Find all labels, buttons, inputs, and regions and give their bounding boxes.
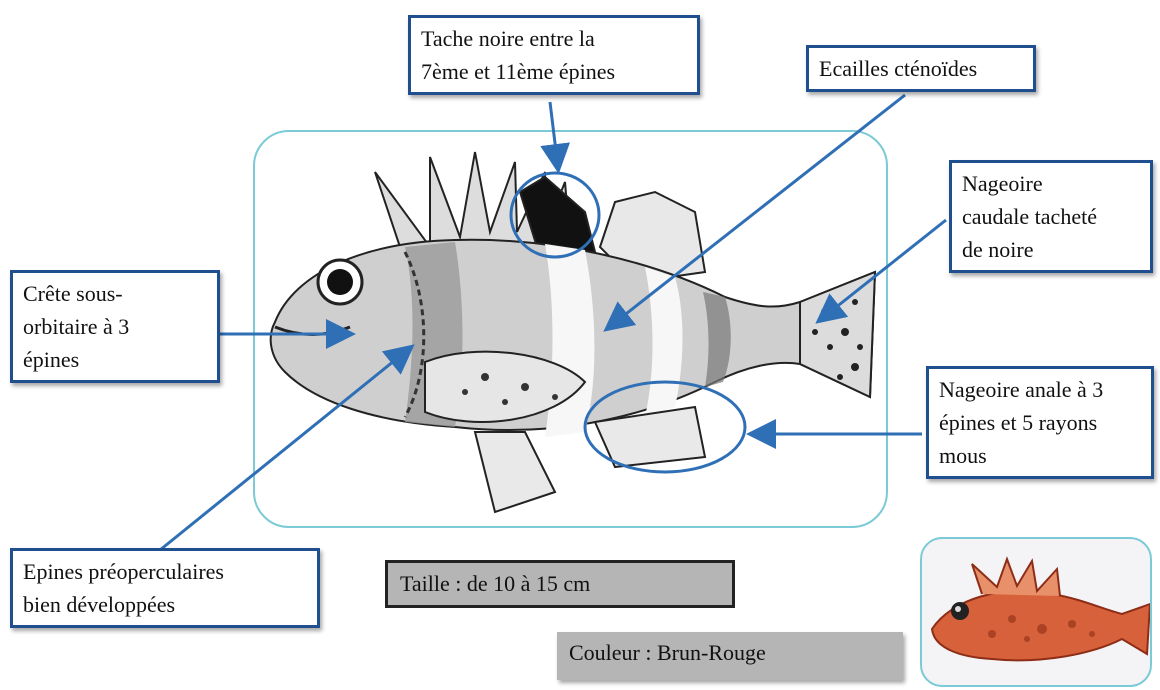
label-scales-text: Ecailles cténoïdes [819,56,978,81]
label-caudal-fin-line3: de noire [962,237,1034,262]
fish-illustration-frame [253,130,888,528]
label-preopercular-spines: Epines préoperculaires bien développées [10,548,320,628]
label-suborbital-line2: orbitaire à 3 [23,314,130,339]
label-black-spot: Tache noire entre la 7ème et 11ème épine… [408,15,700,95]
label-black-spot-line1: Tache noire entre la [421,26,595,51]
arrow-scales [603,93,906,332]
label-anal-fin-line2: épines et 5 rayons [939,410,1098,435]
size-info: Taille : de 10 à 15 cm [385,560,735,608]
color-info: Couleur : Brun-Rouge [557,632,903,680]
arrow-black-spot [540,101,571,174]
arrow-caudal-fin [815,218,947,324]
anal-fin-highlight [583,380,747,474]
arrow-preopercular-spines [159,344,415,552]
label-caudal-fin-line2: caudale tacheté [962,204,1097,229]
label-preopercular-line2: bien développées [23,592,176,617]
label-caudal-fin-line1: Nageoire [962,171,1043,196]
label-scales: Ecailles cténoïdes [806,45,1036,92]
size-text: Taille : de 10 à 15 cm [400,571,591,596]
label-suborbital-line3: épines [23,347,80,372]
label-caudal-fin: Nageoire caudale tacheté de noire [949,160,1153,273]
label-black-spot-line2: 7ème et 11ème épines [421,59,616,84]
label-anal-fin-line1: Nageoire anale à 3 [939,377,1104,402]
label-anal-fin-line3: mous [939,443,987,468]
color-text: Couleur : Brun-Rouge [569,640,766,665]
label-suborbital-ridge: Crête sous- orbitaire à 3 épines [10,270,220,383]
label-suborbital-line1: Crête sous- [23,281,123,306]
fish-photo [920,537,1152,687]
fish-drawing [269,151,877,514]
label-anal-fin: Nageoire anale à 3 épines et 5 rayons mo… [926,366,1154,479]
label-preopercular-line1: Epines préoperculaires [23,559,224,584]
